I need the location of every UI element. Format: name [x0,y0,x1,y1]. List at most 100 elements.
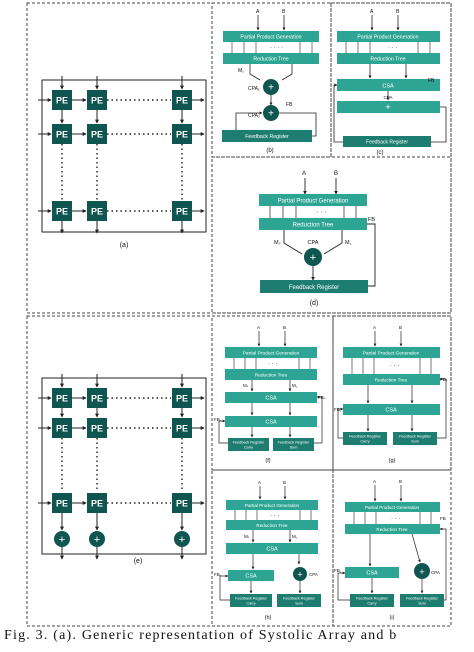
feedback-register [222,130,312,142]
pe-cell [172,201,192,221]
pe-cell [87,418,107,438]
pe-cell [87,388,107,408]
label-b: (b) [266,148,273,154]
svg-text:Feedback Register: Feedback Register [235,597,268,601]
svg-text:CPA: CPA [384,95,393,100]
svg-text:M꜀: M꜀ [292,383,298,388]
ppg-block [225,347,317,358]
svg-text:Mₛ: Mₛ [274,240,281,246]
mac-f: A B Partial Product Generation · · · Red… [214,325,326,464]
tree-block [343,374,440,385]
svg-text:Sum: Sum [290,446,298,450]
cpa-adder [414,563,430,579]
svg-text:· · ·: · · · [268,361,277,367]
pe-cell [52,418,72,438]
svg-text:+: + [268,109,274,120]
svg-text:+: + [385,102,390,112]
svg-text:CPA: CPA [309,572,318,577]
cpa-adder [304,248,322,266]
label-g: (g) [389,458,396,464]
svg-text:A: A [373,479,376,484]
mac-i: A B Partial Product Generation · · · Red… [334,479,447,621]
svg-text:Carry: Carry [367,602,376,606]
svg-text:FB꜀: FB꜀ [334,568,342,573]
svg-text:Feedback Register: Feedback Register [349,435,382,439]
mac-b: A B Partial Product Generation · · · · R… [222,9,319,154]
fb-carry [228,438,269,451]
svg-text:Feedback Register: Feedback Register [399,435,432,439]
frame-g [332,315,452,471]
pe-label: PE [56,96,68,106]
pe-label: PE [91,394,103,404]
svg-text:CSA: CSA [265,420,277,426]
mac-c: A B Partial Product Generation · · · Red… [333,9,447,156]
label-f: (f) [265,458,270,464]
input-b: B [282,9,286,15]
ppg-block [345,502,440,512]
svg-text:· · ·: · · · [388,45,397,51]
adder-icon [174,531,190,547]
pe-label: PE [176,130,188,140]
svg-text:Feedback Register: Feedback Register [245,134,289,140]
ppg-block [259,194,367,206]
ppg-block [226,500,318,510]
tree-block [223,53,319,64]
svg-text:M꜀: M꜀ [292,534,298,539]
svg-text:Carry: Carry [246,602,255,606]
fb-carry [350,594,394,607]
svg-text:A: A [258,480,261,485]
svg-text:Sum: Sum [411,440,419,444]
pe-cell [52,201,72,221]
svg-text:M₁: M₁ [238,68,244,74]
array-boundary [41,377,207,555]
feedback-register [260,280,368,293]
pe-label: PE [91,96,103,106]
svg-text:CPA₂: CPA₂ [248,113,260,119]
pe-cell [87,201,107,221]
svg-text:Feedback Register: Feedback Register [366,140,408,146]
frame-i [332,469,452,627]
svg-text:B: B [399,479,402,484]
svg-text:· · ·: · · · [391,516,400,522]
mac-h: A B Partial Product Generation · · · Red… [214,480,321,621]
svg-text:B: B [396,9,400,15]
svg-text:Reduction Tree: Reduction Tree [370,57,405,63]
frame-c [330,2,452,158]
svg-text:Partial Product Generation: Partial Product Generation [365,505,420,510]
svg-text:CSA: CSA [385,408,397,414]
ppg-block [343,347,440,358]
ppg-wires [231,42,313,53]
svg-text:Feedback Register: Feedback Register [356,597,389,601]
svg-text:B: B [399,325,402,330]
tree-block [225,369,317,380]
svg-text:Feedback Register: Feedback Register [289,285,339,291]
label-a: (a) [120,242,129,249]
svg-text:CSA: CSA [366,571,378,577]
svg-text:A: A [257,325,260,330]
svg-text:FB: FB [368,217,375,223]
fb-sum [400,594,444,607]
svg-text:Partial Product Generation: Partial Product Generation [240,35,301,41]
svg-text:+: + [268,83,274,94]
svg-text:A: A [302,171,306,177]
svg-text:Carry: Carry [360,440,369,444]
pe-label: PE [56,130,68,140]
adder-icon [54,531,70,547]
label-h: (h) [265,615,272,621]
svg-text:CPA₁: CPA₁ [248,86,260,92]
pe-cell [52,124,72,144]
pe-label: PE [176,207,188,217]
cpa-adder [293,567,307,581]
svg-text:+: + [419,567,424,577]
pe-cell [172,493,192,513]
adder-plus: + [59,534,65,546]
svg-text:Partial Product Generation: Partial Product Generation [363,351,420,357]
svg-text:Reduction Tree: Reduction Tree [376,527,408,532]
svg-text:Reduction Tree: Reduction Tree [293,223,334,229]
pe-label: PE [91,130,103,140]
adder-icon [89,531,105,547]
